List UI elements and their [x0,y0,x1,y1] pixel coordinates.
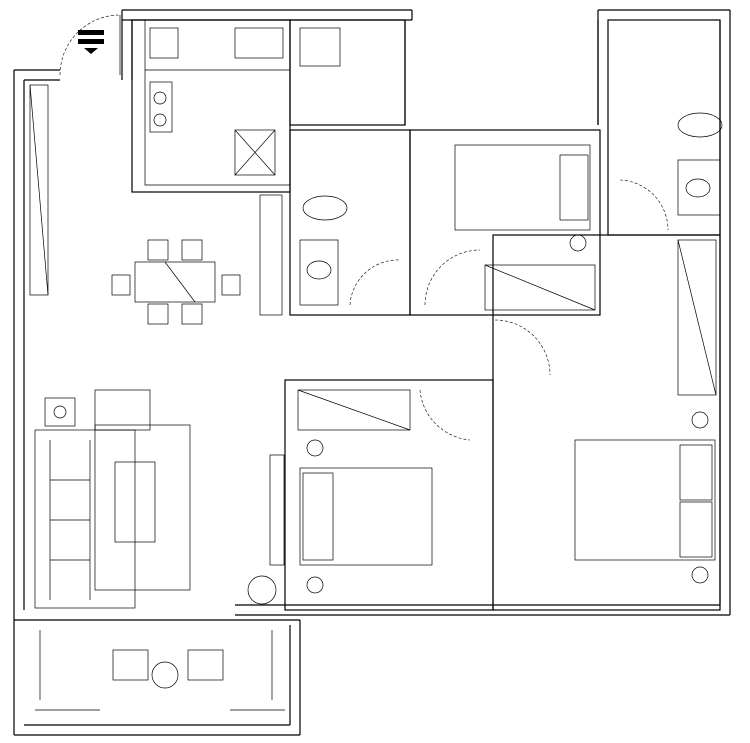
bedroom-top [409,129,601,316]
wardrobe [297,389,411,431]
wardrobe [677,239,717,396]
side-table-icon [151,661,179,689]
sink-icon [234,27,284,59]
rug-icon [94,389,151,431]
bed-icon [454,144,591,231]
entrance-arrow-icon [78,30,104,54]
coffee-table-icon [114,461,156,543]
rug-icon [94,424,191,591]
stove-icon [153,91,167,105]
bed-icon [299,467,433,566]
exterior-walls [13,9,731,736]
balcony [35,630,285,711]
bed-icon [574,439,716,561]
cabinet [29,84,49,296]
bathroom-2 [607,19,723,236]
living-dining [29,84,283,609]
wardrobe [484,264,596,311]
entrance-door [59,14,121,76]
kitchen [131,19,291,193]
utility-room [289,19,406,126]
washbasin-icon [299,239,339,306]
washbasin-icon [677,159,721,216]
bedroom-bottom [269,379,494,611]
bathroom-1 [289,129,411,316]
toilet-icon [677,112,723,138]
toilet-icon [302,195,348,221]
dining-table-icon [134,261,216,303]
master-bedroom [492,234,721,611]
sofa-icon [34,429,136,609]
plant-icon [247,575,277,605]
